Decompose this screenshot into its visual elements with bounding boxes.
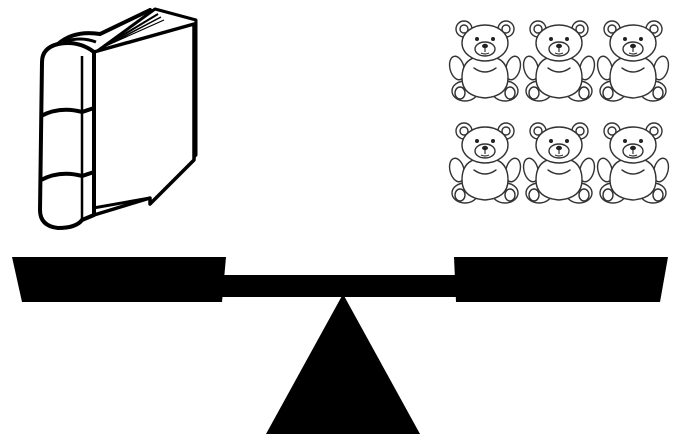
right-pan (454, 257, 668, 302)
left-pan (12, 257, 226, 302)
fulcrum-triangle (266, 294, 420, 434)
beam (220, 275, 460, 297)
teddy-bear-icon (595, 21, 671, 101)
teddy-bear-icon (447, 123, 523, 203)
teddy-bear-icon (595, 123, 671, 203)
teddy-bear-icon (521, 21, 597, 101)
teddy-bear-icon (447, 21, 523, 101)
teddy-bear-group (447, 21, 671, 203)
teddy-bear-icon (521, 123, 597, 203)
seesaw-scale (12, 257, 668, 434)
book-icon (40, 9, 196, 228)
